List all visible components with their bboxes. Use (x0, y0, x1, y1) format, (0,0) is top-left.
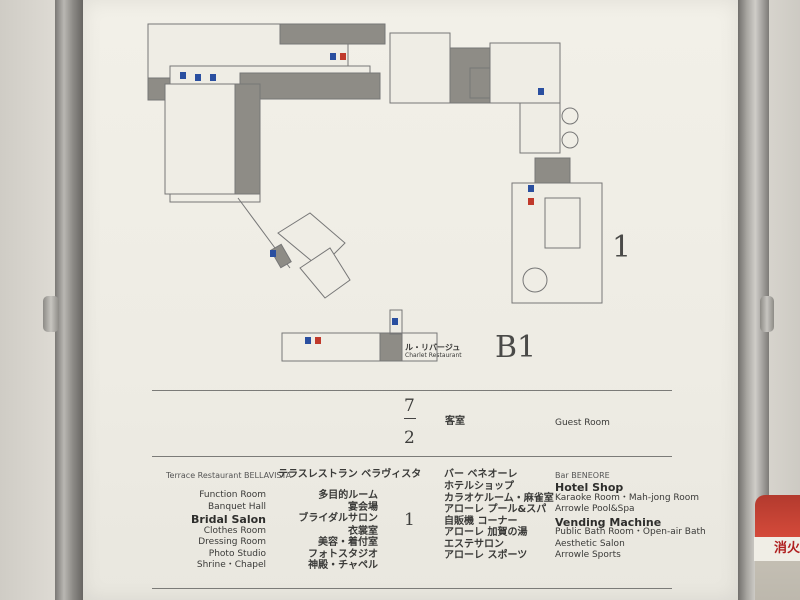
right-item-jp: アローレ 加賀の湯 (444, 527, 528, 538)
right-item-en: Vending Machine (555, 515, 662, 529)
floor-label-1: 1 (612, 230, 632, 265)
guest-floor-separator (404, 418, 416, 419)
left-item-en: Dressing Room (198, 537, 266, 547)
floor-label-b1: B1 (495, 330, 537, 365)
left-item-jp: 美容・着付室 (318, 537, 378, 548)
right-item-en: Arrowle Pool&Spa (555, 504, 635, 514)
left-item-en: Function Room (199, 490, 266, 500)
floor-map-drawing (147, 23, 603, 362)
left-item-en: Banquet Hall (207, 501, 266, 512)
left-item-jp: 宴会場 (348, 501, 378, 513)
left-header-jp: テラスレストラン ベラヴィスタ (278, 469, 422, 480)
frame-left-knob (43, 296, 59, 332)
guest-room-jp: 客室 (445, 416, 465, 427)
right-item-en: Public Bath Room・Open-air Bath (555, 527, 706, 537)
frame-left-post (55, 0, 85, 600)
right-item-en: Arrowle Sports (555, 550, 621, 560)
right-item-jp: アローレ プール&スパ (444, 504, 547, 515)
left-header-en: Terrace Restaurant BELLAVISTA (166, 471, 292, 480)
left-item-jp: ブライダルサロン (298, 513, 378, 524)
left-item-en: Clothes Room (203, 525, 266, 536)
extinguisher-label: 消火 (754, 537, 800, 561)
right-item-jp: カラオケルーム・麻雀室 (444, 492, 554, 504)
left-item-en: Bridal Salon (191, 513, 266, 526)
left-item-en: Shrine・Chapel (196, 560, 266, 570)
right-header-en: Bar BENEORE (555, 471, 610, 480)
left-item-jp: 神殿・チャペル (308, 560, 378, 571)
left-item-en: Photo Studio (208, 548, 266, 559)
right-item-en: Karaoke Room・Mah-jong Room (555, 492, 700, 503)
divider-line (152, 588, 672, 589)
divider-line (152, 456, 672, 457)
guest-room-en: Guest Room (555, 418, 610, 428)
right-header-jp: バー ベネオーレ (444, 469, 518, 480)
right-item-jp: 自販機 コーナー (444, 515, 518, 527)
right-item-jp: ホテルショップ (444, 481, 514, 492)
left-item-jp: フォトスタジオ (308, 548, 378, 560)
right-item-jp: アローレ スポーツ (444, 550, 528, 561)
b1-restaurant-label-en: Charlet Restaurant (405, 352, 462, 359)
b1-restaurant-label: ル・リバージュ (405, 343, 461, 352)
guest-floor-bottom: 2 (404, 428, 415, 448)
left-item-jp: 多目的ルーム (318, 490, 378, 501)
floor-map (140, 18, 610, 368)
left-item-jp: 衣裳室 (348, 525, 378, 537)
right-item-jp: エステサロン (444, 538, 504, 550)
guest-floor-top: 7 (404, 396, 415, 416)
directory-floor-1: 1 (404, 510, 415, 530)
divider-line (152, 390, 672, 391)
right-item-en: Hotel Shop (555, 481, 624, 494)
right-item-en: Aesthetic Salon (555, 538, 625, 549)
frame-right-knob (760, 296, 774, 332)
